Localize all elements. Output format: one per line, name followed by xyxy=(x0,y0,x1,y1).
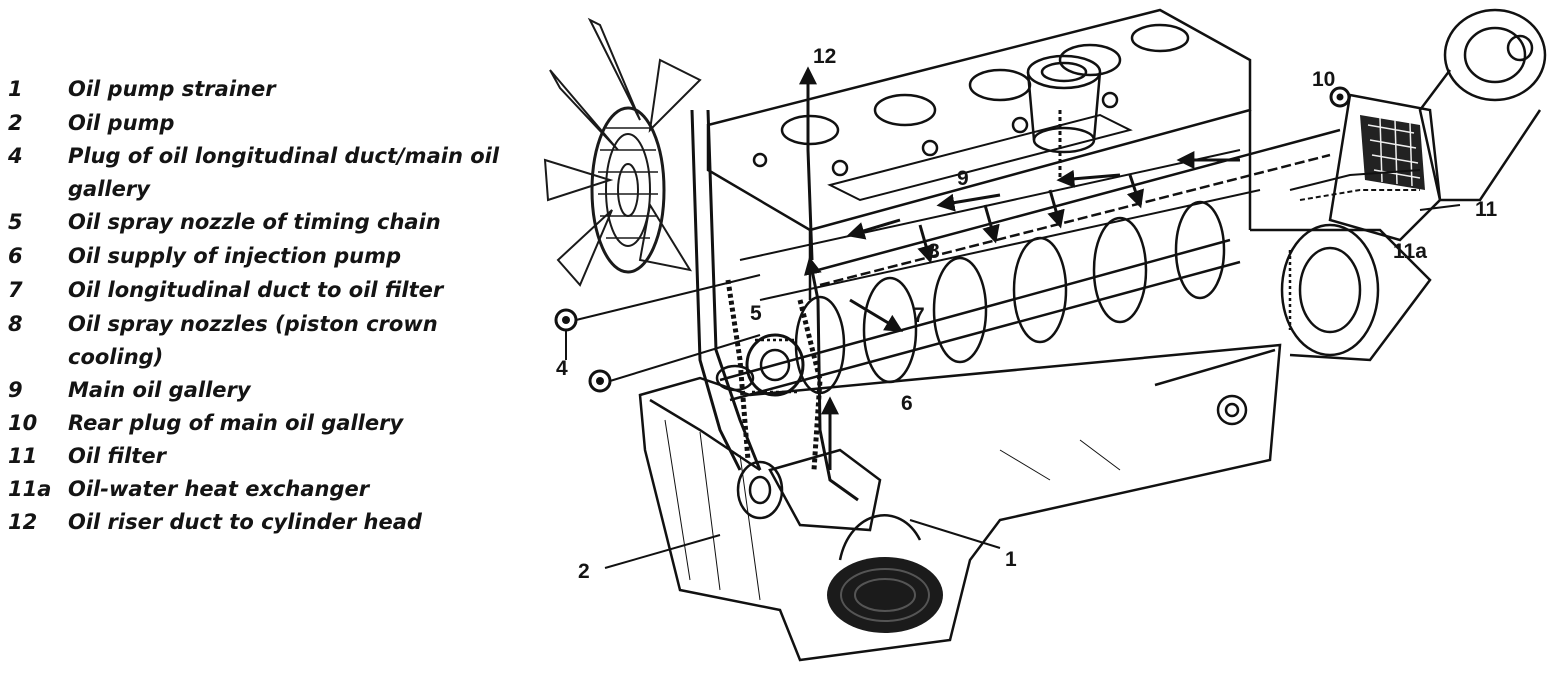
cylinder-block xyxy=(706,8,1261,301)
legend-label: Oil pump xyxy=(68,111,175,135)
callout-8: 8 xyxy=(928,240,940,263)
legend-label: cooling) xyxy=(68,345,164,369)
oil-filter xyxy=(1418,8,1547,202)
plug-oil-duct-front xyxy=(588,369,612,393)
oil-filler-neck xyxy=(1026,54,1102,154)
callout-10: 10 xyxy=(1312,68,1335,91)
callout-2: 2 xyxy=(578,560,590,583)
callout-5: 5 xyxy=(750,302,762,325)
legend-label: Oil supply of injection pump xyxy=(68,244,402,268)
callout-9: 9 xyxy=(957,167,969,190)
crankshaft xyxy=(715,200,1241,402)
oil-water-heat-exchanger xyxy=(1328,93,1442,242)
leader-lines xyxy=(565,204,1461,569)
callout-1: 1 xyxy=(1005,548,1017,571)
legend-label: Rear plug of main oil gallery xyxy=(68,411,404,435)
legend-label: Oil spray nozzle of timing chain xyxy=(68,210,441,234)
legend-number: 2 xyxy=(8,111,23,135)
legend-number: 11 xyxy=(8,444,38,468)
plug-main-gallery-front xyxy=(554,308,578,332)
callout-11: 11 xyxy=(1475,198,1498,221)
legend-label: Oil spray nozzles (piston crown xyxy=(68,312,438,336)
legend-label: gallery xyxy=(68,177,150,201)
legend-label: Oil riser duct to cylinder head xyxy=(68,510,422,534)
legend-label: Oil-water heat exchanger xyxy=(68,477,370,501)
oil-flow-lines xyxy=(799,66,1421,502)
oil-pump xyxy=(736,448,882,532)
rear-plug-main-gallery xyxy=(1329,86,1351,108)
legend-label: Oil pump strainer xyxy=(68,77,276,101)
legend-label: Main oil gallery xyxy=(68,378,251,402)
legend-number: 5 xyxy=(8,210,23,234)
legend-number: 9 xyxy=(8,378,23,402)
legend-number: 11a xyxy=(8,477,52,501)
legend-number: 1 xyxy=(8,77,23,101)
legend-number: 8 xyxy=(8,312,23,336)
legend-number: 7 xyxy=(8,278,23,302)
legend-number: 4 xyxy=(8,144,23,168)
callout-7: 7 xyxy=(913,304,925,327)
legend-label: Oil filter xyxy=(68,444,166,468)
legend-number: 6 xyxy=(8,244,23,268)
engine-drawing: 12 10 9 11 11a 8 5 7 4 6 1 2 xyxy=(543,8,1547,662)
legend-label: Plug of oil longitudinal duct/main oil xyxy=(68,144,500,168)
engine-lubrication-diagram: 12 10 9 11 11a 8 5 7 4 6 1 2 xyxy=(530,0,1568,674)
fan xyxy=(543,17,702,287)
callout-12: 12 xyxy=(813,45,836,68)
legend-number: 10 xyxy=(8,411,38,435)
oil-pan xyxy=(638,343,1282,662)
legend-number: 12 xyxy=(8,510,38,534)
legend: 1 Oil pump strainer 2 Oil pump 4 Plug of… xyxy=(0,0,530,674)
legend-label: Oil longitudinal duct to oil filter xyxy=(68,278,444,302)
callout-6: 6 xyxy=(901,392,913,415)
oil-pump-strainer xyxy=(827,514,943,633)
callout-4: 4 xyxy=(556,357,568,380)
callout-11a: 11a xyxy=(1393,240,1427,263)
rear-housing xyxy=(1250,223,1432,362)
